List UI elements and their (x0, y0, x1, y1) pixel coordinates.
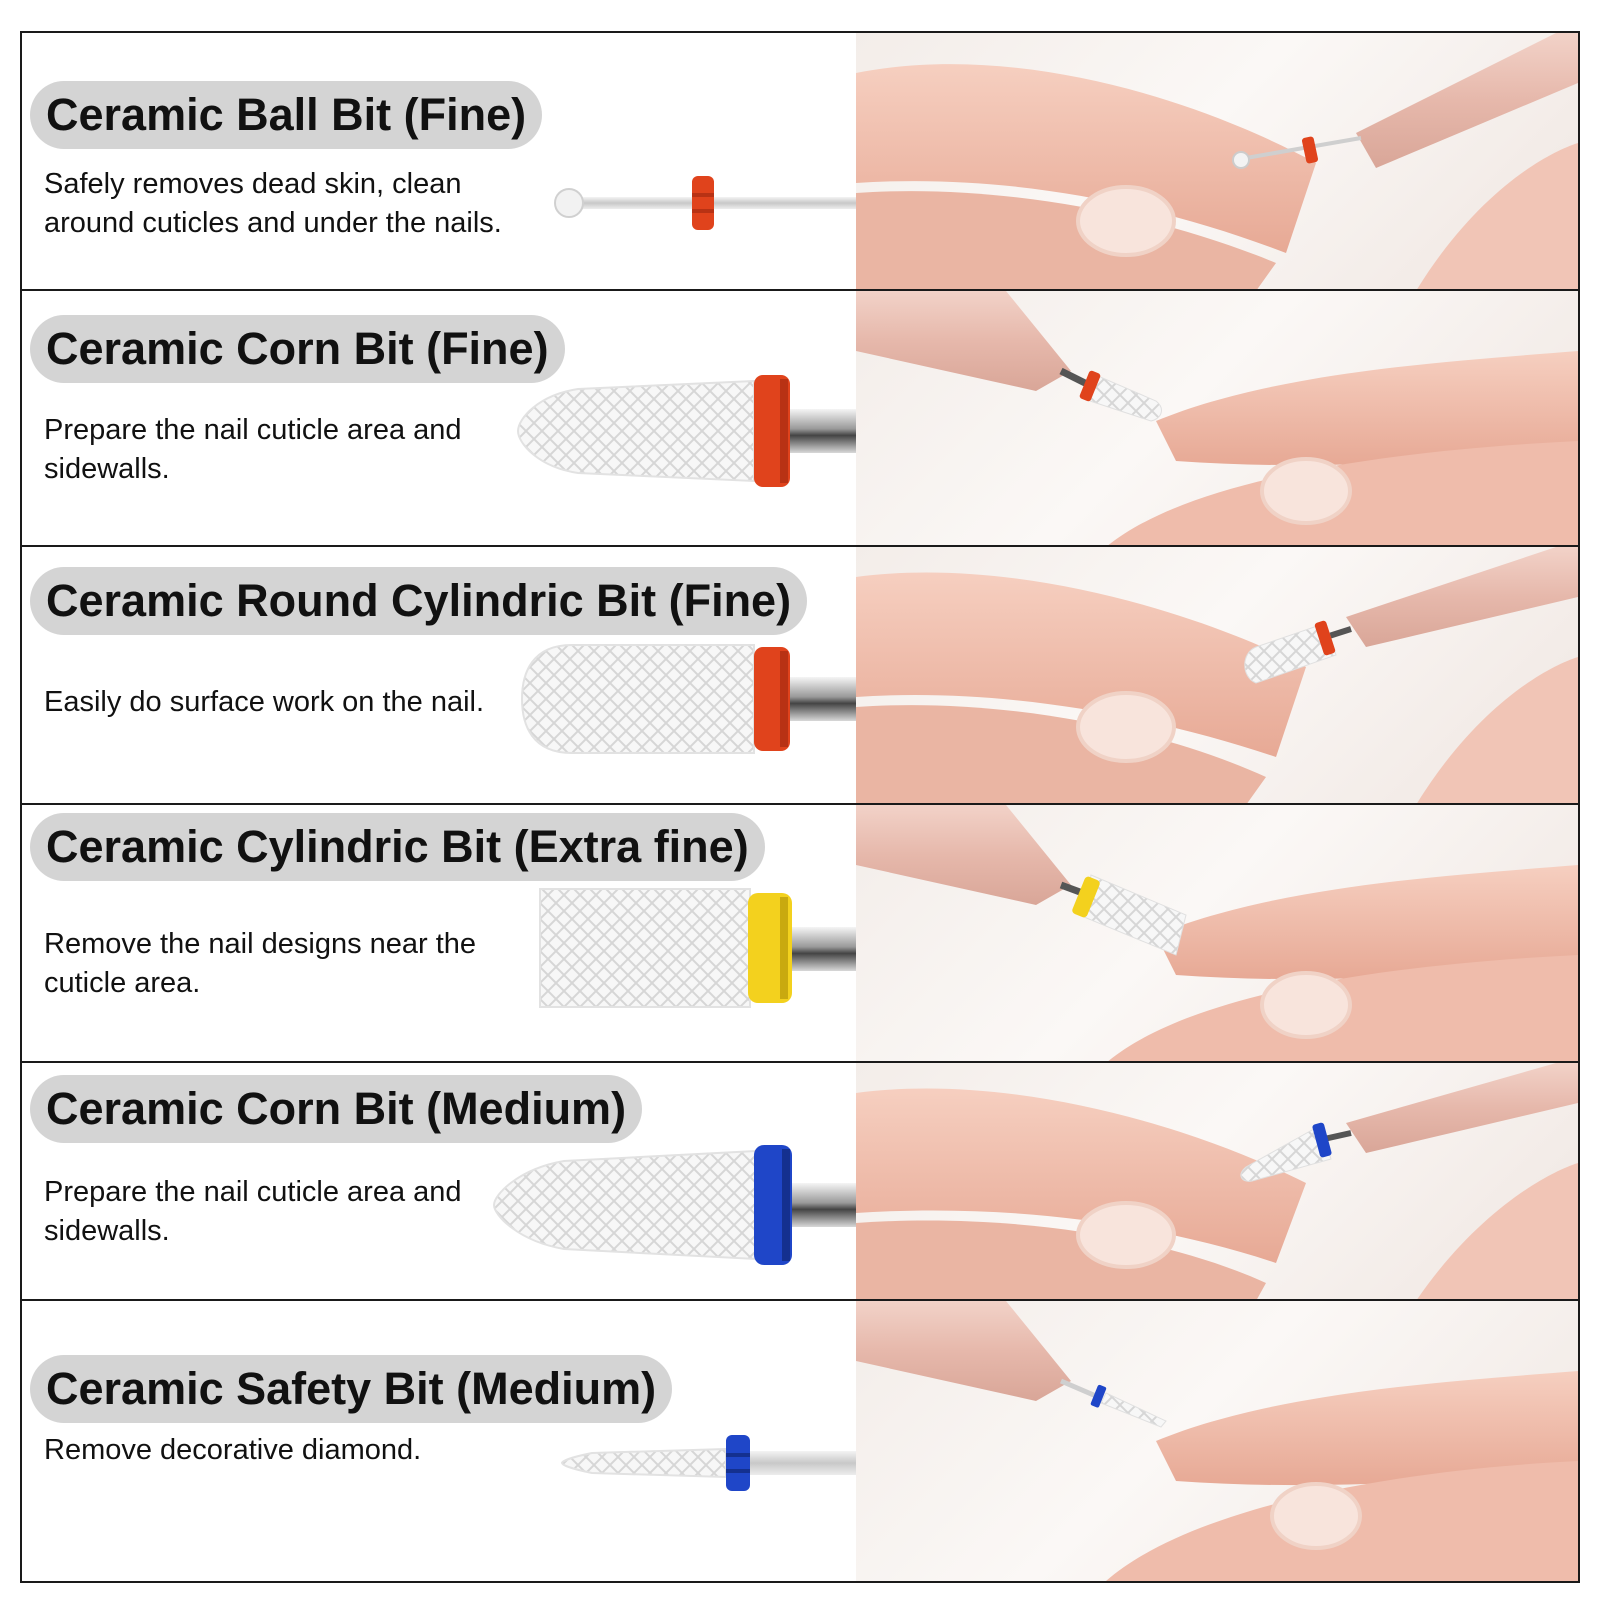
bit-row-round-cylinder: Ceramic Round Cylindric Bit (Fine) Easil… (22, 547, 1578, 805)
hand-drill-illustration (856, 805, 1578, 1061)
ball-bit-image (554, 176, 856, 230)
cylinder-bit-image (539, 888, 856, 1008)
bit-title: Ceramic Safety Bit (Medium) (30, 1355, 673, 1423)
bit-info-panel: Ceramic Corn Bit (Fine) Prepare the nail… (22, 291, 856, 545)
bit-info-panel: Ceramic Round Cylindric Bit (Fine) Easil… (22, 547, 856, 803)
bit-title: Ceramic Corn Bit (Fine) (30, 315, 565, 383)
bit-info-panel: Ceramic Safety Bit (Medium) Remove decor… (22, 1301, 856, 1581)
safety-bit-image (560, 1435, 856, 1491)
usage-photo (856, 1063, 1578, 1299)
hand-drill-illustration (856, 33, 1578, 289)
bit-row-ball: Ceramic Ball Bit (Fine) Safely removes d… (22, 33, 1578, 291)
hand-drill-illustration (856, 547, 1578, 803)
usage-photo (856, 547, 1578, 803)
bit-description: Easily do surface work on the nail. (44, 686, 485, 718)
bit-title: Ceramic Corn Bit (Medium) (30, 1075, 643, 1143)
hand-drill-illustration (856, 1301, 1578, 1581)
usage-photo (856, 1301, 1578, 1581)
bit-title: Ceramic Cylindric Bit (Extra fine) (30, 813, 765, 881)
bit-description: Safely removes dead skin, clean around c… (44, 168, 502, 239)
bit-row-corn-medium: Ceramic Corn Bit (Medium) Prepare the na… (22, 1063, 1578, 1301)
usage-photo (856, 291, 1578, 545)
product-infographic: Ceramic Ball Bit (Fine) Safely removes d… (20, 31, 1580, 1583)
bit-description: Prepare the nail cuticle area and sidewa… (44, 1176, 462, 1247)
bit-row-safety: Ceramic Safety Bit (Medium) Remove decor… (22, 1301, 1578, 1581)
corn-bit-image (516, 375, 856, 487)
bit-info-panel: Ceramic Cylindric Bit (Extra fine) Remov… (22, 805, 856, 1061)
bit-description: Prepare the nail cuticle area and sidewa… (44, 414, 462, 485)
usage-photo (856, 805, 1578, 1061)
bit-description: Remove the nail designs near the cuticle… (44, 928, 477, 999)
bit-info-panel: Ceramic Ball Bit (Fine) Safely removes d… (22, 33, 856, 289)
corn-bit-image (492, 1145, 856, 1265)
bit-row-corn-fine: Ceramic Corn Bit (Fine) Prepare the nail… (22, 291, 1578, 547)
bit-title: Ceramic Ball Bit (Fine) (30, 81, 543, 149)
usage-photo (856, 33, 1578, 289)
bit-description: Remove decorative diamond. (44, 1434, 422, 1466)
hand-drill-illustration (856, 1063, 1578, 1299)
bit-row-cylinder: Ceramic Cylindric Bit (Extra fine) Remov… (22, 805, 1578, 1063)
bit-info-panel: Ceramic Corn Bit (Medium) Prepare the na… (22, 1063, 856, 1299)
bit-title: Ceramic Round Cylindric Bit (Fine) (30, 567, 808, 635)
hand-drill-illustration (856, 291, 1578, 545)
round-cylinder-bit-image (520, 644, 856, 754)
